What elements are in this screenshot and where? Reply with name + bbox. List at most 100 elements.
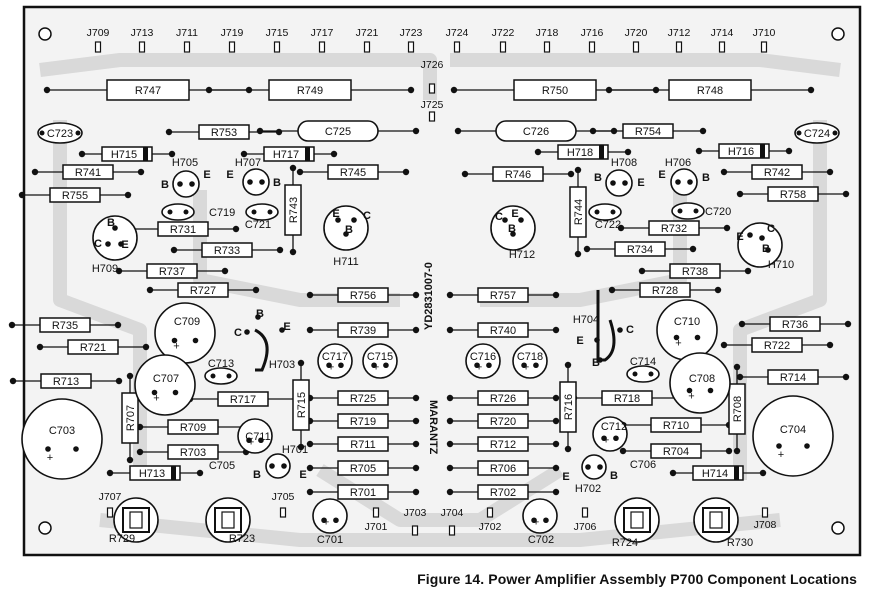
solder-pad xyxy=(412,394,420,402)
solder-pad xyxy=(601,435,607,442)
resistor-label-r712: R712 xyxy=(490,439,516,451)
solder-pad xyxy=(407,86,415,94)
resistor-body-r744 xyxy=(569,186,587,238)
solder-pad xyxy=(776,443,782,449)
resistor-body-r702 xyxy=(477,484,529,500)
resistor-body-r739 xyxy=(337,322,389,338)
solder-pad xyxy=(240,150,248,158)
diode-body-h717 xyxy=(263,146,315,162)
pin-label-e: E xyxy=(736,231,743,243)
solder-pad xyxy=(232,225,240,233)
diode-body-h716 xyxy=(718,143,770,159)
solder-pad xyxy=(518,217,524,223)
trimmer-label-r723: R723 xyxy=(229,533,255,545)
transistor-label-h712: H712 xyxy=(509,249,535,261)
diode-cathode-band xyxy=(734,466,739,480)
solder-pad xyxy=(196,469,204,477)
solder-pad xyxy=(321,517,327,524)
capacitor-body-c714 xyxy=(626,365,660,383)
solder-pad xyxy=(474,362,480,369)
pin-label-e: E xyxy=(226,169,233,181)
solder-pad xyxy=(251,209,257,215)
solder-pad xyxy=(192,337,199,344)
resistor-body-r705 xyxy=(337,460,389,476)
resistor-body-r754 xyxy=(622,123,674,139)
capacitor-body-c707 xyxy=(134,354,196,416)
capacitor-body-c720 xyxy=(671,202,705,220)
capacitor-label-c702: C702 xyxy=(528,534,554,546)
header-label-j719: J719 xyxy=(221,27,244,39)
header-pin-j709 xyxy=(94,41,102,53)
polarity-mark: + xyxy=(47,452,53,464)
capacitor-label-c713: C713 xyxy=(208,358,234,370)
solder-pad xyxy=(256,127,264,135)
header-pin-j722 xyxy=(499,41,507,53)
diode-body-h714 xyxy=(692,465,744,481)
solder-pad xyxy=(694,334,701,341)
capacitor-label-c710: C710 xyxy=(674,316,700,328)
solder-pad xyxy=(205,86,213,94)
resistor-label-r702: R702 xyxy=(490,487,516,499)
solder-pad xyxy=(543,517,549,524)
solder-pad xyxy=(114,321,122,329)
header-pin-j721 xyxy=(363,41,371,53)
capacitor-label-c719: C719 xyxy=(209,207,235,219)
diode-label-h716: H716 xyxy=(728,146,754,158)
solder-pad xyxy=(9,377,17,385)
solder-pad xyxy=(105,241,111,247)
header-pin-j706 xyxy=(581,507,589,518)
resistor-body-r709 xyxy=(167,419,219,435)
solder-pad xyxy=(412,417,420,425)
header-pin-j711 xyxy=(183,41,191,53)
header-label-j701: J701 xyxy=(365,521,388,533)
resistor-label-r734: R734 xyxy=(627,244,653,256)
header-pin-j724 xyxy=(453,41,461,53)
solder-pad xyxy=(142,343,150,351)
solder-pad xyxy=(617,327,623,333)
solder-pad xyxy=(733,363,741,371)
solder-pad xyxy=(326,362,332,369)
capacitor-label-c704: C704 xyxy=(780,424,806,436)
resistor-label-r756: R756 xyxy=(350,290,376,302)
capacitor-body-c719 xyxy=(161,203,195,221)
resistor-label-r739: R739 xyxy=(350,325,376,337)
solder-pad xyxy=(450,86,458,94)
solder-pad xyxy=(486,362,492,369)
solder-pad xyxy=(585,464,591,470)
solder-pad xyxy=(744,267,752,275)
diode-cathode-band xyxy=(599,145,604,159)
pin-label-e: E xyxy=(121,239,128,251)
header-pin-j717 xyxy=(318,41,326,53)
solder-pad xyxy=(172,389,179,396)
solder-pad xyxy=(564,361,572,369)
header-label-j724: J724 xyxy=(446,27,469,39)
transistor-label-h705: H705 xyxy=(172,157,198,169)
resistor-label-r731: R731 xyxy=(170,224,196,236)
solder-pad xyxy=(306,440,314,448)
resistor-label-r742: R742 xyxy=(764,167,790,179)
solder-pad xyxy=(18,191,26,199)
solder-pad xyxy=(826,168,834,176)
resistor-body-r703 xyxy=(167,444,219,460)
diode-label-h718: H718 xyxy=(567,147,593,159)
pin-label-b: B xyxy=(161,179,169,191)
resistor-label-r717: R717 xyxy=(230,394,256,406)
capacitor-body-c703 xyxy=(21,398,103,480)
resistor-body-r715 xyxy=(292,379,310,431)
resistor-body-r738 xyxy=(669,263,721,279)
solder-pad xyxy=(842,190,850,198)
solder-pad xyxy=(648,371,654,377)
solder-pad xyxy=(43,86,51,94)
header-label-j703: J703 xyxy=(404,507,427,519)
resistor-body-r714 xyxy=(767,369,819,385)
capacitor-label-c703: C703 xyxy=(49,425,75,437)
transistor-label-h702: H702 xyxy=(575,483,601,495)
solder-pad xyxy=(695,147,703,155)
capacitor-body-c717 xyxy=(317,343,353,379)
resistor-body-r740 xyxy=(477,322,529,338)
pin-label-c: C xyxy=(495,211,503,223)
diode-cathode-band xyxy=(305,147,310,161)
solder-pad xyxy=(259,179,265,185)
solder-pad xyxy=(137,168,145,176)
